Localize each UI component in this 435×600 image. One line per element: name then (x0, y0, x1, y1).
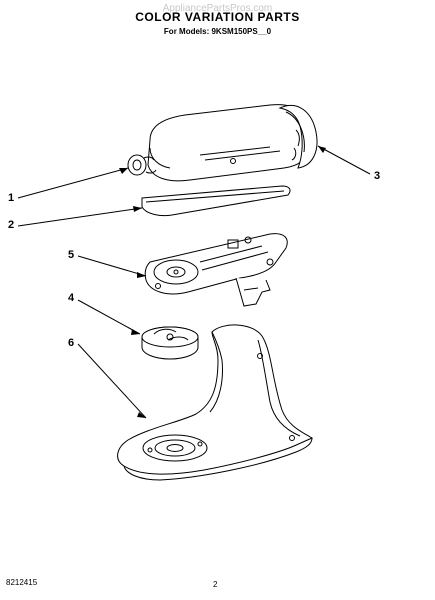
page-number: 2 (213, 580, 218, 589)
leader-lines (18, 146, 370, 418)
diagram-subtitle: For Models: 9KSM150PS__0 (163, 27, 272, 36)
part-2-trim-band (142, 186, 290, 216)
leader-arrowheads (119, 146, 326, 418)
part-4-planetary-unit (142, 327, 198, 359)
part-3-rear-band (280, 105, 317, 168)
callout-5: 5 (68, 249, 75, 261)
document-number: 8212415 (6, 578, 38, 587)
callout-3: 3 (374, 170, 381, 182)
callout-4: 4 (68, 292, 75, 304)
attachment-hub (128, 155, 146, 175)
part-6-stand (118, 325, 312, 480)
diagram-title: COLOR VARIATION PARTS (135, 10, 300, 24)
part-5-gear-housing (145, 234, 287, 306)
part-1-motor-housing (128, 105, 306, 181)
callout-1: 1 (8, 192, 15, 204)
watermark: AppliancePartsPros.com (162, 3, 273, 14)
callout-2: 2 (8, 219, 15, 231)
callout-6: 6 (68, 337, 75, 349)
